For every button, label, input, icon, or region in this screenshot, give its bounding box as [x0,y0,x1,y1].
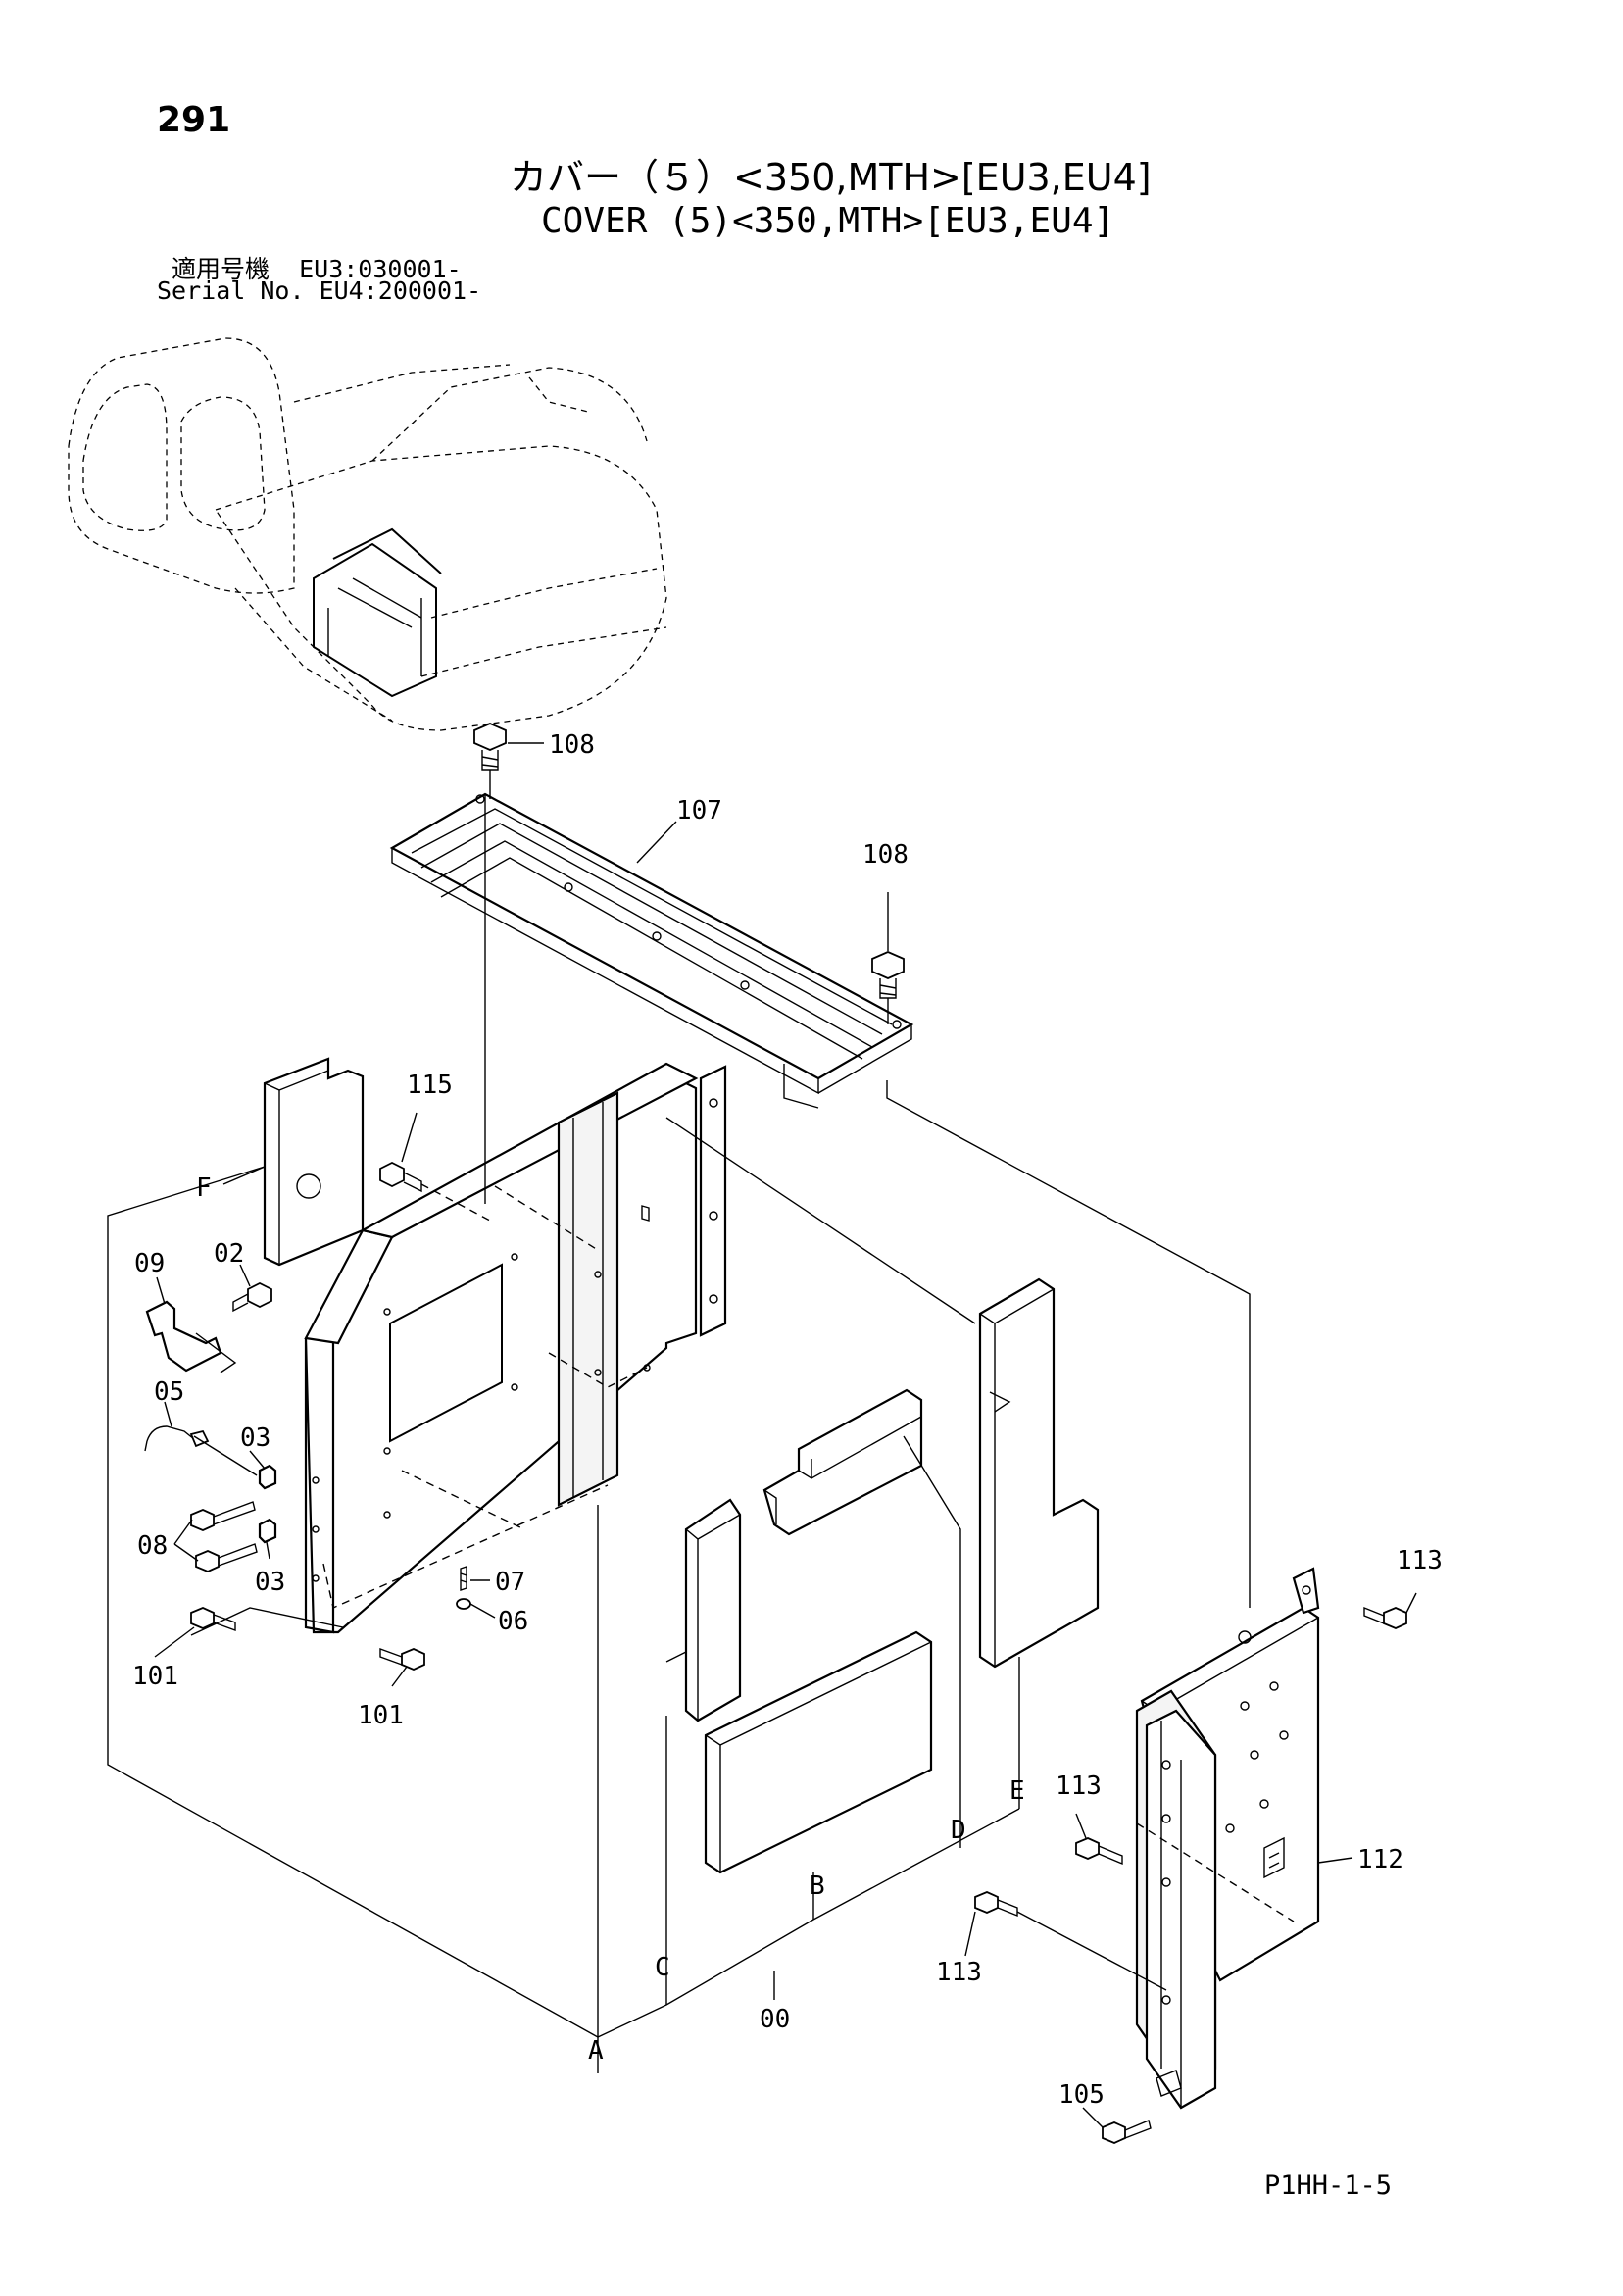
bolt-113-middle [1075,1837,1123,1866]
diagram-title-japanese: カバー（５）<350,MTH>[EU3,EU4] [510,156,1152,199]
callout-101-left: 101 [132,1662,178,1691]
footer-code: P1HH-1-5 [1264,2171,1393,2201]
diagram-title-english: COVER (5)<350,MTH>[EU3,EU4] [541,201,1115,241]
bolt-105 [1102,2120,1152,2144]
page-number: 291 [157,100,231,140]
callout-113-lower: 113 [936,1958,982,1987]
leader-lines [107,742,1417,2128]
clip-03-lower [258,1518,277,1544]
callout-00: 00 [760,2005,790,2034]
callout-112: 112 [1357,1845,1403,1874]
bolt-108-right [871,951,905,999]
callout-05: 05 [154,1377,184,1407]
bolt-113-lower [974,1891,1018,1918]
callout-107: 107 [676,796,722,825]
bolt-101-right [379,1648,425,1671]
serial-range-english: Serial No. EU4:200001- [157,276,482,305]
callout-03-lower: 03 [255,1568,285,1597]
callout-F: F [196,1173,212,1203]
main-side-cover [304,1062,727,1634]
bolt-08-lower [195,1543,258,1572]
callout-101-right: 101 [358,1701,404,1730]
callout-108-upper: 108 [549,730,595,760]
excavator-location-sketch [68,337,667,731]
callout-105: 105 [1058,2080,1105,2110]
callout-03-upper: 03 [240,1423,270,1453]
callout-115: 115 [407,1071,453,1100]
screw-07 [460,1566,467,1591]
callout-D: D [951,1816,966,1845]
callout-113-top-right: 113 [1397,1546,1443,1575]
pad-F [263,1057,365,1267]
part-112-side-bracket [1135,1567,1320,2110]
bolt-108-upper [473,723,507,771]
callout-108-right: 108 [862,840,909,870]
callout-02: 02 [214,1239,244,1269]
callout-A: A [588,2036,604,2066]
washer-06 [456,1598,471,1610]
pad-D [762,1388,923,1536]
callout-C: C [655,1953,670,1982]
callout-B: B [810,1872,825,1901]
callout-07: 07 [495,1568,525,1597]
pad-B [704,1630,933,1874]
pad-C [684,1498,742,1722]
bolt-113-top-right [1363,1606,1407,1629]
pad-E [978,1277,1100,1669]
part-107-top-plate [389,792,914,1109]
bolt-08-upper [190,1501,256,1531]
callout-113-middle: 113 [1056,1772,1102,1801]
clip-03-upper [258,1464,277,1490]
callout-09: 09 [134,1249,165,1278]
bolt-115 [379,1161,422,1193]
callout-06: 06 [498,1607,528,1636]
serial-range-japanese: 適用号機 EU3:030001- [172,255,462,283]
callout-08: 08 [137,1531,168,1561]
bracket-09 [145,1300,222,1373]
bolt-02 [232,1281,272,1313]
callout-E: E [1009,1776,1025,1806]
bolt-101-left [190,1607,236,1631]
